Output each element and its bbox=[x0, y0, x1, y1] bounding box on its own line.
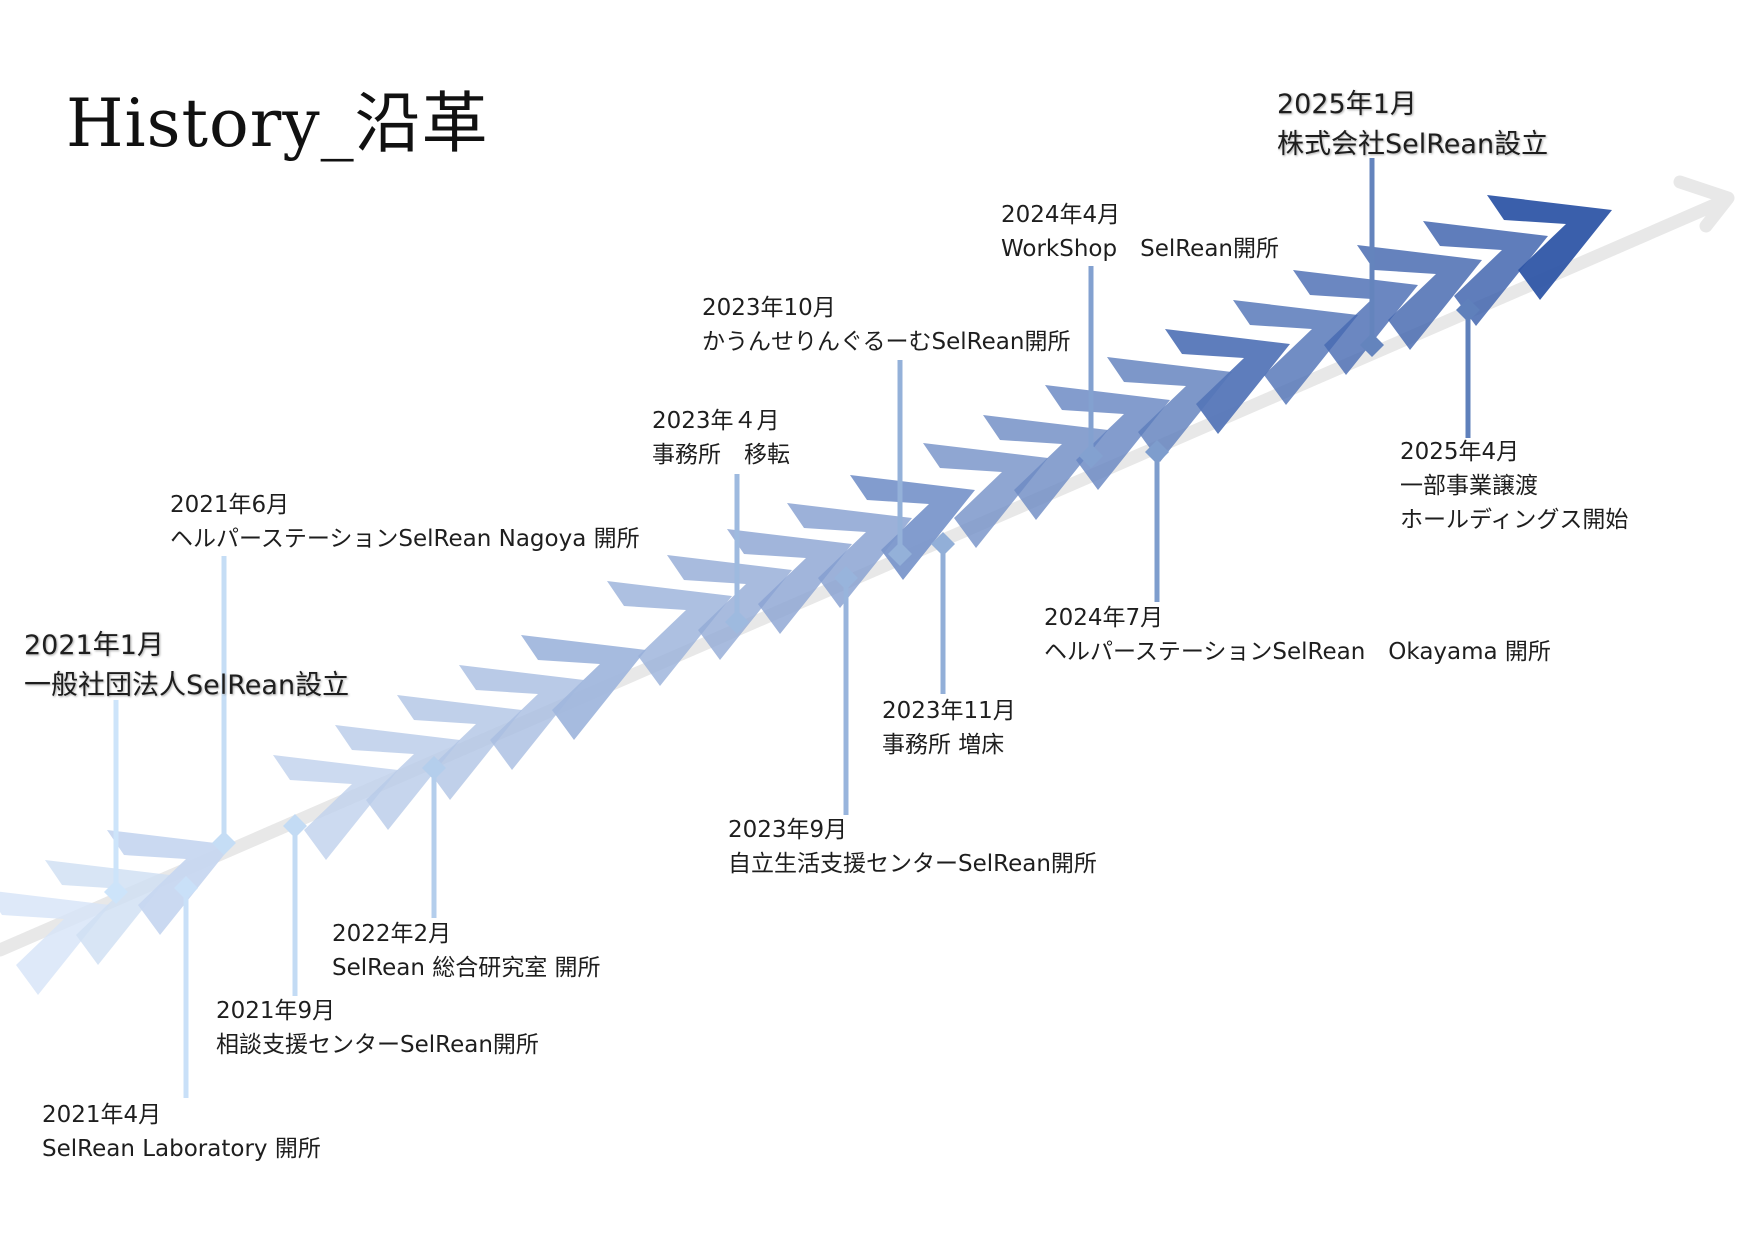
event-label-2021-06: 2021年6月 ヘルパーステーションSelRean Nagoya 開所 bbox=[170, 488, 640, 556]
chevron-4-3 bbox=[1423, 221, 1548, 326]
event-date: 2023年11月 bbox=[882, 698, 1016, 724]
event-date: 2022年2月 bbox=[332, 921, 452, 947]
chevron-1-3 bbox=[459, 665, 584, 770]
event-date: 2021年4月 bbox=[42, 1102, 162, 1128]
event-text-2: ホールディングス開始 bbox=[1400, 507, 1629, 533]
event-text: SelRean 総合研究室 開所 bbox=[332, 955, 601, 981]
event-label-2021-01: 2021年1月 一般社団法人SelRean設立 bbox=[24, 626, 349, 706]
chevron-2-3 bbox=[787, 503, 912, 608]
event-marker-6 bbox=[834, 566, 858, 590]
chevron-4-1 bbox=[1293, 270, 1418, 375]
event-date: 2024年4月 bbox=[1001, 202, 1121, 228]
chevron-3-3 bbox=[1107, 357, 1232, 462]
chevron-3-0 bbox=[923, 443, 1048, 548]
event-date: 2023年10月 bbox=[702, 295, 836, 321]
event-text: 事務所 増床 bbox=[882, 732, 1005, 758]
event-text: 自立生活支援センターSelRean開所 bbox=[728, 851, 1097, 877]
chevron-2-4 bbox=[850, 475, 975, 580]
event-date: 2025年4月 bbox=[1400, 439, 1520, 465]
event-label-2022-02: 2022年2月 SelRean 総合研究室 開所 bbox=[332, 917, 601, 985]
event-text: 一部事業譲渡 bbox=[1400, 473, 1538, 499]
event-marker-5 bbox=[725, 610, 749, 634]
timeline-track-arrowhead bbox=[1673, 175, 1735, 233]
chevron-3-2 bbox=[1045, 385, 1170, 490]
event-label-2025-04: 2025年4月 一部事業譲渡 ホールディングス開始 bbox=[1400, 435, 1628, 537]
event-label-2023-10: 2023年10月 かうんせりんぐるーむSelRean開所 bbox=[702, 291, 1070, 359]
event-marker-2 bbox=[212, 831, 236, 855]
chevron-4-4 bbox=[1487, 195, 1612, 300]
event-marker-8 bbox=[931, 532, 955, 556]
chevron-2-2 bbox=[727, 529, 852, 634]
event-marker-9 bbox=[1079, 444, 1103, 468]
event-marker-11 bbox=[1360, 333, 1384, 357]
chevron-0-2 bbox=[107, 830, 232, 935]
chevron-2-1 bbox=[667, 555, 792, 660]
event-text: ヘルパーステーションSelRean Nagoya 開所 bbox=[170, 526, 640, 552]
event-date: 2024年7月 bbox=[1044, 605, 1164, 631]
event-text: 事務所 移転 bbox=[652, 442, 790, 468]
event-text: SelRean Laboratory 開所 bbox=[42, 1136, 321, 1162]
event-label-2023-11: 2023年11月 事務所 増床 bbox=[882, 694, 1016, 762]
event-text: 相談支援センターSelRean開所 bbox=[216, 1032, 539, 1058]
event-text: かうんせりんぐるーむSelRean開所 bbox=[702, 329, 1071, 355]
chevron-1-2 bbox=[397, 695, 522, 800]
page-title: History_沿革 bbox=[66, 85, 489, 162]
event-marker-4 bbox=[422, 756, 446, 780]
event-text: WorkShop SelRean開所 bbox=[1001, 236, 1279, 262]
event-text: 株式会社SelRean設立 bbox=[1277, 129, 1549, 160]
event-label-2025-01: 2025年1月 株式会社SelRean設立 bbox=[1277, 85, 1548, 165]
event-marker-1 bbox=[174, 876, 198, 900]
event-label-2023-04: 2023年４月 事務所 移転 bbox=[652, 404, 790, 472]
chevron-1-0 bbox=[273, 755, 398, 860]
event-marker-7 bbox=[888, 542, 912, 566]
event-label-2021-09: 2021年9月 相談支援センターSelRean開所 bbox=[216, 994, 539, 1062]
chevron-4-2 bbox=[1357, 245, 1482, 350]
event-date: 2021年1月 bbox=[24, 630, 164, 661]
chevron-0-0 bbox=[0, 891, 110, 995]
chevron-2-0 bbox=[607, 581, 732, 686]
event-label-2021-04: 2021年4月 SelRean Laboratory 開所 bbox=[42, 1098, 321, 1166]
event-date: 2021年9月 bbox=[216, 998, 336, 1024]
chevron-1-1 bbox=[335, 725, 460, 830]
chevron-0-1 bbox=[45, 860, 170, 965]
event-date: 2023年9月 bbox=[728, 817, 848, 843]
chevron-3-4 bbox=[1165, 329, 1290, 434]
event-label-2023-09: 2023年9月 自立生活支援センターSelRean開所 bbox=[728, 813, 1097, 881]
event-text: ヘルパーステーションSelRean Okayama 開所 bbox=[1044, 639, 1551, 665]
event-text: 一般社団法人SelRean設立 bbox=[24, 670, 350, 701]
event-date: 2023年４月 bbox=[652, 408, 780, 434]
event-marker-0 bbox=[104, 880, 128, 904]
chevron-3-1 bbox=[983, 415, 1108, 520]
event-marker-3 bbox=[283, 814, 307, 838]
event-date: 2025年1月 bbox=[1277, 89, 1417, 120]
event-marker-12 bbox=[1456, 298, 1480, 322]
event-marker-10 bbox=[1145, 440, 1169, 464]
event-label-2024-04: 2024年4月 WorkShop SelRean開所 bbox=[1001, 198, 1279, 266]
event-label-2024-07: 2024年7月 ヘルパーステーションSelRean Okayama 開所 bbox=[1044, 601, 1551, 669]
chevron-4-0 bbox=[1233, 300, 1358, 405]
chevron-1-4 bbox=[521, 635, 646, 740]
event-date: 2021年6月 bbox=[170, 492, 290, 518]
